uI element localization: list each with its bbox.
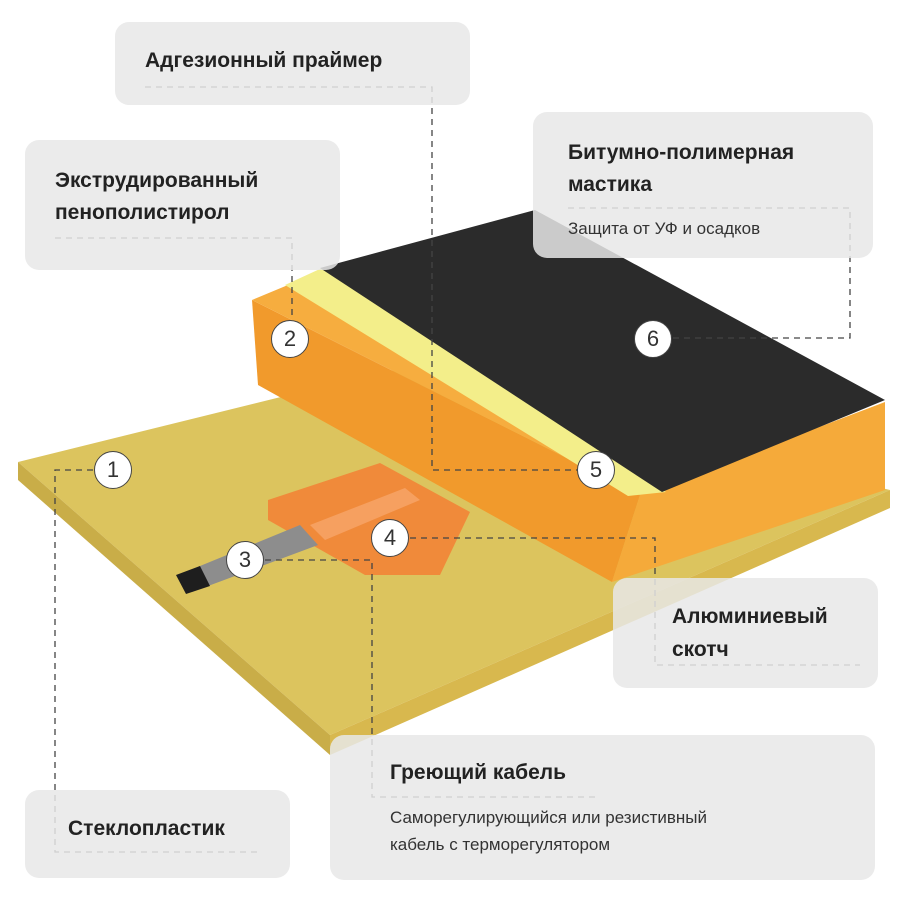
fiberglass-slab-left-side [18, 462, 330, 755]
tape-title-1: Алюминиевый [672, 605, 828, 628]
bitumen-subtitle: Защита от УФ и осадков [568, 219, 761, 238]
xps-front-face [252, 300, 640, 582]
cable-title: Греющий кабель [390, 761, 567, 784]
xps-label-box [25, 140, 340, 270]
cable-subtitle-1: Саморегулирующийся или резистивный [390, 808, 708, 827]
tape-label-box [613, 578, 878, 688]
marker-3: 3 [226, 541, 264, 579]
marker-4: 4 [371, 519, 409, 557]
primer-title: Адгезионный праймер [145, 49, 383, 72]
marker-6: 6 [634, 320, 672, 358]
fiberglass-label-box [25, 790, 290, 878]
leader-bitumen [568, 207, 851, 339]
cable-end [176, 566, 210, 594]
primer-layer [285, 268, 666, 496]
primer-label-box [115, 22, 470, 105]
cable-label-box [330, 735, 875, 880]
bitumen-title-1: Битумно-полимерная [568, 141, 795, 164]
xps-title-1: Экструдированный [55, 169, 259, 192]
leader-cable [265, 559, 600, 798]
bitumen-layer [320, 210, 885, 492]
bitumen-title-2: мастика [568, 173, 652, 196]
xps-right-face [612, 402, 885, 582]
fiberglass-title: Стеклопластик [68, 817, 225, 840]
marker-1: 1 [94, 451, 132, 489]
tape-ridge [310, 488, 420, 540]
bitumen-label-box [533, 112, 873, 258]
marker-5: 5 [577, 451, 615, 489]
marker-2: 2 [271, 320, 309, 358]
fiberglass-slab-right-side [330, 490, 890, 755]
cable-subtitle-2: кабель с терморегулятором [390, 835, 611, 854]
tape-title-2: скотч [672, 638, 729, 661]
xps-title-2: пенополистирол [55, 201, 230, 224]
